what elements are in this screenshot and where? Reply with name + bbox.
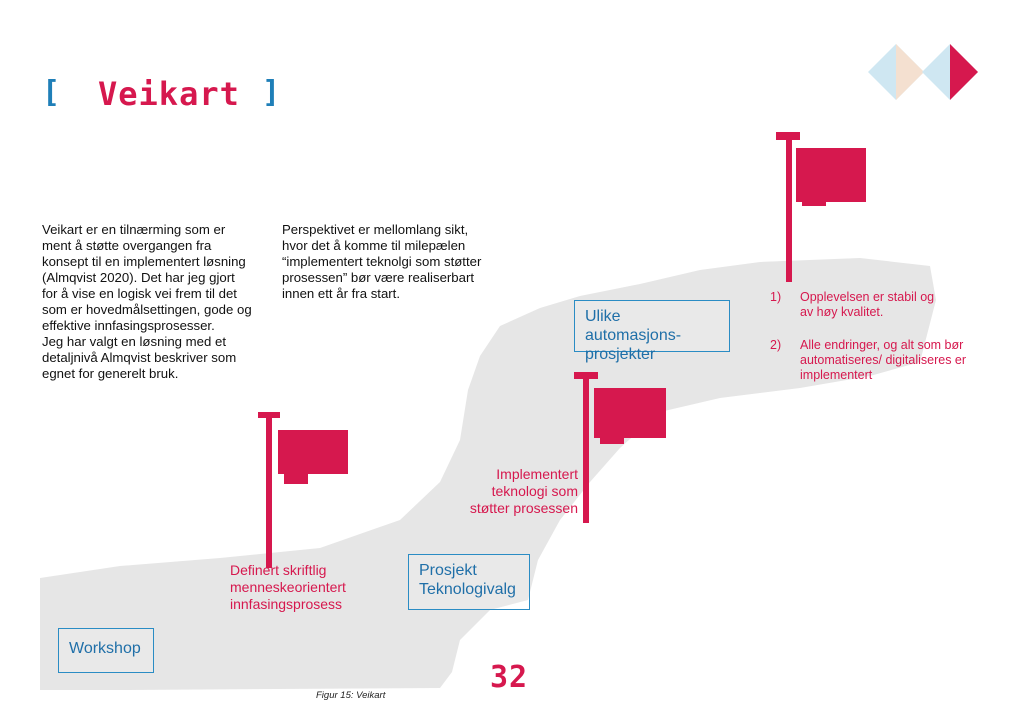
flag-icon [258,412,348,568]
prosjekt-label: Prosjekt [419,562,477,579]
intro-line: (Almqvist 2020). Det har jeg gjort [42,270,235,285]
goal-list: 1) Opplevelsen er stabil og av høy kvali… [770,290,1000,383]
intro-line: Jeg har valgt en løsning med et [42,334,226,349]
ulike-label: prosjekter [585,346,656,363]
intro-column-2: Perspektivet er mellomlang sikt, hvor de… [282,222,522,302]
flag-icon [574,372,666,523]
title-bracket-open: [ [42,75,61,110]
intro-line: detaljnivå Almqvist beskriver som [42,350,237,365]
intro-line: prosessen” bør være realiserbart [282,270,475,285]
goal-line: Opplevelsen er stabil og [800,290,935,304]
page-number: 32 [490,660,529,695]
milestone-line: innfasingsprosess [230,596,343,612]
goal-number: 2) [770,338,782,352]
figure-caption: Figur 15: Veikart [316,690,386,701]
intro-line: for å vise en logisk vei frem til det [42,286,237,301]
goal-line: Alle endringer, og alt som bør [800,338,964,352]
intro-line: innen ett år fra start. [282,286,401,301]
prosjekt-box: Prosjekt Teknologivalg [408,554,530,610]
milestone-line: teknologi som [491,483,578,499]
ulike-label: Ulike automasjons- [585,308,682,344]
prosjekt-label: Teknologivalg [419,581,516,598]
intro-line: konsept til en implementert løsning [42,254,246,269]
ulike-box: Ulike automasjons- prosjekter [574,300,730,363]
workshop-box: Workshop [58,628,154,673]
intro-line: som er hovedmålsettingen, gode og [42,302,252,317]
title-bracket-close: ] [262,75,281,110]
goal-number: 1) [770,290,782,304]
goal-line: av høy kvalitet. [800,305,884,319]
workshop-label: Workshop [69,640,141,657]
intro-column-1: Veikart er en tilnærming som er ment å s… [42,222,282,382]
intro-line: “implementert teknolgi som støtter [282,254,482,269]
intro-line: Perspektivet er mellomlang sikt, [282,222,469,237]
milestone-line: Implementert [496,466,578,482]
diamond-logo-icon [868,44,978,100]
page-title: Veikart [98,75,240,113]
intro-line: egnet for generelt bruk. [42,366,179,381]
milestone-definert: Definert skriftlig menneskeorientert inn… [230,562,346,613]
goal-item: 1) Opplevelsen er stabil og av høy kvali… [770,290,1000,320]
milestone-line: menneskeorientert [230,579,346,595]
goal-item: 2) Alle endringer, og alt som bør automa… [770,338,1000,383]
intro-line: effektive innfasingsprosesser. [42,318,215,333]
milestone-line: støtter prosessen [469,500,578,516]
intro-line: hvor det å komme til milepælen [282,238,466,253]
goal-line: implementert [800,368,873,382]
goal-line: automatiseres/ digitaliseres er [800,353,967,367]
intro-line: Veikart er en tilnærming som er [42,222,226,237]
milestone-implementert: Implementert teknologi som støtter prose… [446,466,578,517]
flag-icon [776,132,866,282]
intro-line: ment å støtte overgangen fra [42,238,212,253]
milestone-line: Definert skriftlig [230,562,327,578]
